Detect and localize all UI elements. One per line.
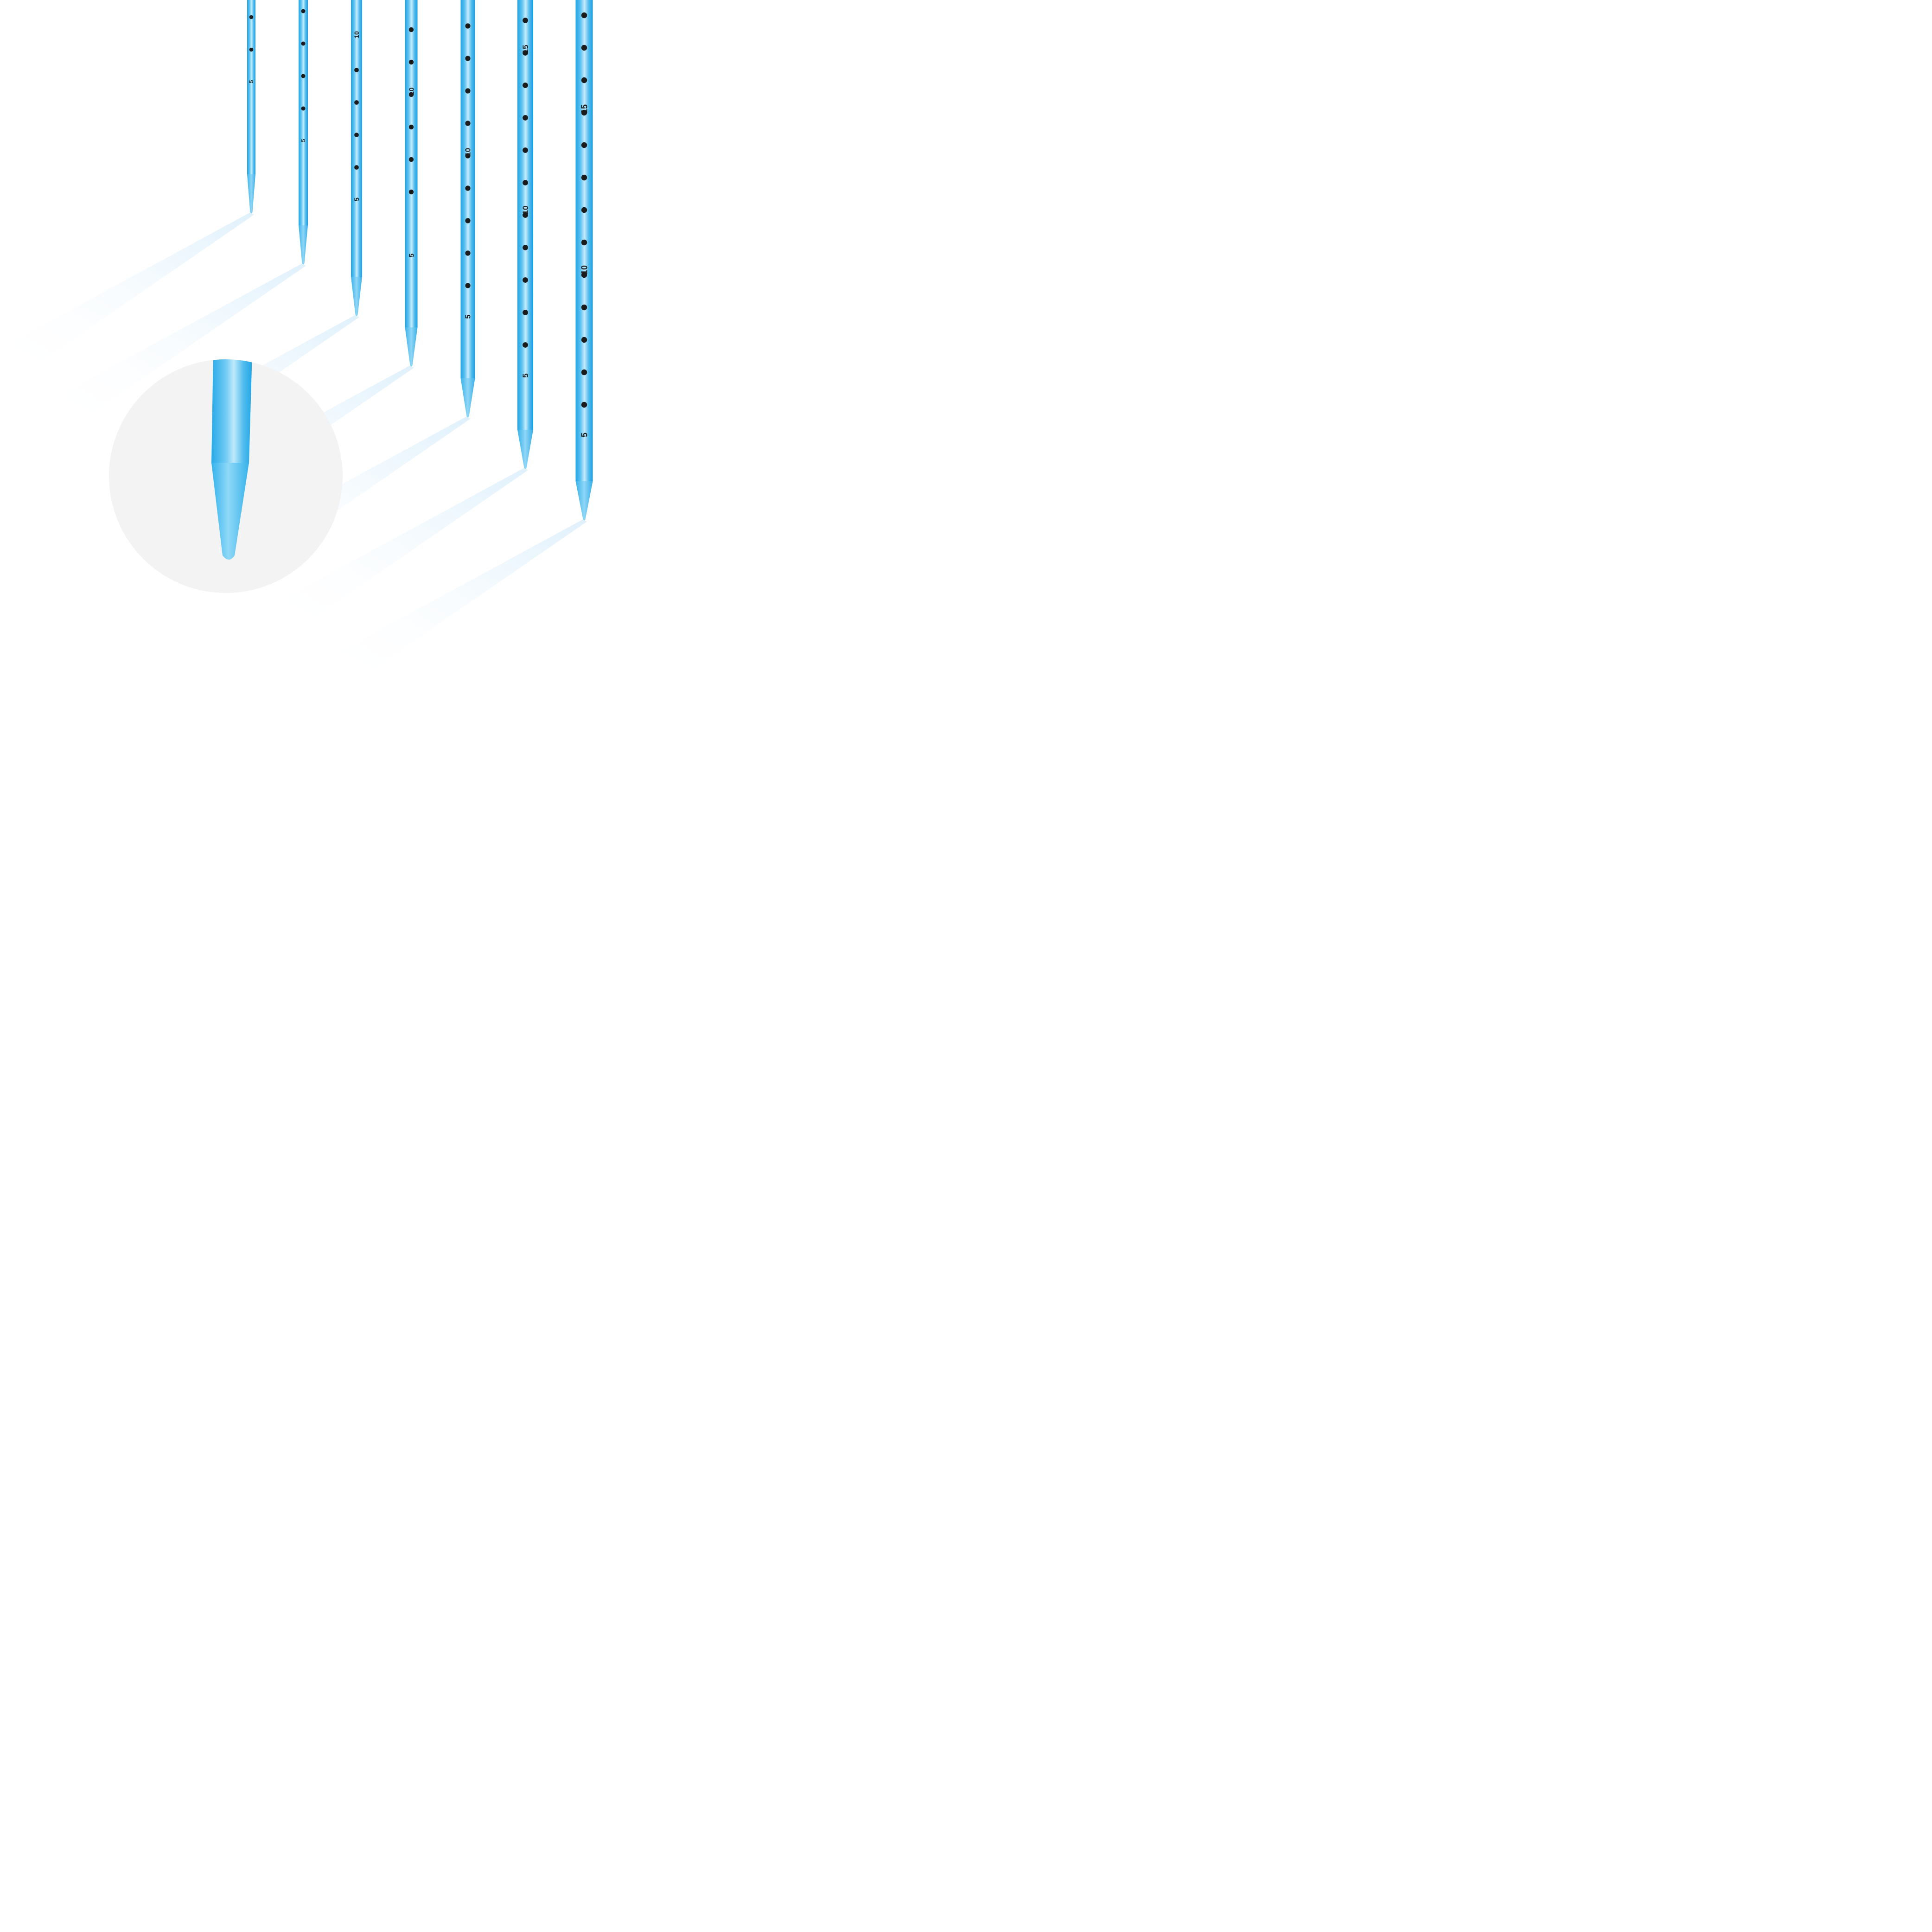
tube-tip: [517, 430, 533, 469]
tube-tip: [460, 378, 475, 418]
marker-dot: [523, 115, 528, 121]
depth-label: 10: [580, 265, 589, 274]
marker-dot: [581, 337, 587, 343]
tube-shadow: [325, 520, 587, 674]
depth-label: 5: [248, 80, 255, 83]
catheter-product-scene: 5 5 10 5 10 5 10 5 15 10 5 15 10 5: [0, 0, 593, 674]
marker-dot: [408, 59, 414, 65]
tube-shadow: [0, 213, 254, 367]
marker-dot: [581, 142, 587, 148]
tube-body: [247, 0, 255, 174]
marker-dot: [465, 250, 471, 256]
depth-label: 10: [465, 148, 472, 156]
marker-dot: [523, 18, 528, 23]
catheter-tube: 10 5: [460, 0, 475, 418]
tip-magnifier: [109, 359, 343, 593]
marker-dot: [581, 109, 587, 116]
marker-dot: [465, 218, 471, 223]
tube-body: [299, 0, 308, 225]
marker-dot: [523, 212, 528, 218]
tube-tip: [405, 327, 418, 367]
marker-dot: [523, 245, 528, 250]
tube-tip: [351, 277, 362, 316]
depth-label: 10: [408, 88, 415, 96]
tube-tip: [299, 225, 308, 265]
marker-dot: [581, 239, 587, 246]
magnified-tube-body: [211, 359, 252, 464]
tube-shadow: [266, 468, 528, 622]
marker-dot: [249, 15, 254, 19]
marker-dot: [465, 153, 471, 159]
marker-dot: [523, 50, 528, 56]
marker-dot: [581, 45, 587, 51]
magnified-tube-tip: [211, 359, 252, 560]
marker-dot: [581, 402, 587, 408]
marker-dot: [523, 310, 528, 315]
depth-label: 5: [408, 254, 415, 257]
marker-dot: [301, 41, 306, 46]
catheter-tube: 10 5: [351, 0, 362, 316]
depth-label: 5: [580, 433, 589, 437]
marker-dot: [581, 12, 587, 19]
marker-dot: [465, 185, 471, 191]
marker-dot: [408, 27, 414, 32]
marker-dot: [354, 68, 359, 72]
tube-body: [405, 0, 418, 327]
marker-dot: [301, 74, 306, 78]
magnified-tube-cone: [211, 463, 249, 560]
marker-dot: [301, 9, 306, 13]
marker-dot: [408, 189, 414, 195]
marker-dot: [581, 77, 587, 83]
catheter-tube: 15 10 5: [517, 0, 533, 469]
marker-dot: [249, 47, 254, 52]
marker-dot: [354, 165, 359, 170]
tube-tip: [247, 174, 255, 214]
marker-dot: [581, 304, 587, 311]
depth-label: 5: [353, 198, 360, 201]
marker-dot: [523, 277, 528, 283]
depth-label: 5: [465, 314, 472, 319]
marker-dot: [465, 23, 471, 29]
marker-dot: [523, 342, 528, 348]
catheter-tube: 5: [299, 0, 308, 265]
marker-dot: [581, 174, 587, 181]
marker-dot: [354, 133, 359, 137]
marker-dot: [523, 147, 528, 153]
depth-label: 5: [521, 373, 530, 377]
marker-dot: [408, 92, 414, 97]
marker-dot: [523, 180, 528, 185]
marker-dot: [465, 88, 471, 94]
marker-dot: [581, 207, 587, 213]
marker-dot: [465, 121, 471, 126]
marker-dot: [465, 56, 471, 61]
catheter-tube: 10 5: [405, 0, 418, 367]
tube-body: [351, 0, 362, 277]
depth-label: 5: [300, 139, 306, 142]
tube-tip: [575, 481, 593, 521]
depth-label: 15: [580, 104, 589, 114]
marker-dot: [301, 106, 306, 111]
depth-label: 10: [521, 206, 530, 215]
marker-dot: [408, 124, 414, 130]
depth-label: 15: [521, 45, 530, 54]
marker-dot: [408, 157, 414, 162]
catheter-tube: 15 10 5: [575, 0, 593, 521]
marker-dot: [581, 369, 587, 376]
catheter-tube: 5: [247, 0, 255, 214]
tube-shadow: [44, 264, 306, 418]
marker-dot: [581, 272, 587, 278]
tube-group: 5 5 10 5 10 5 10 5 15 10 5 15 10 5: [247, 0, 593, 521]
marker-dot: [523, 83, 528, 88]
depth-label: 10: [353, 31, 360, 38]
marker-dot: [354, 100, 359, 105]
marker-dot: [465, 283, 471, 288]
